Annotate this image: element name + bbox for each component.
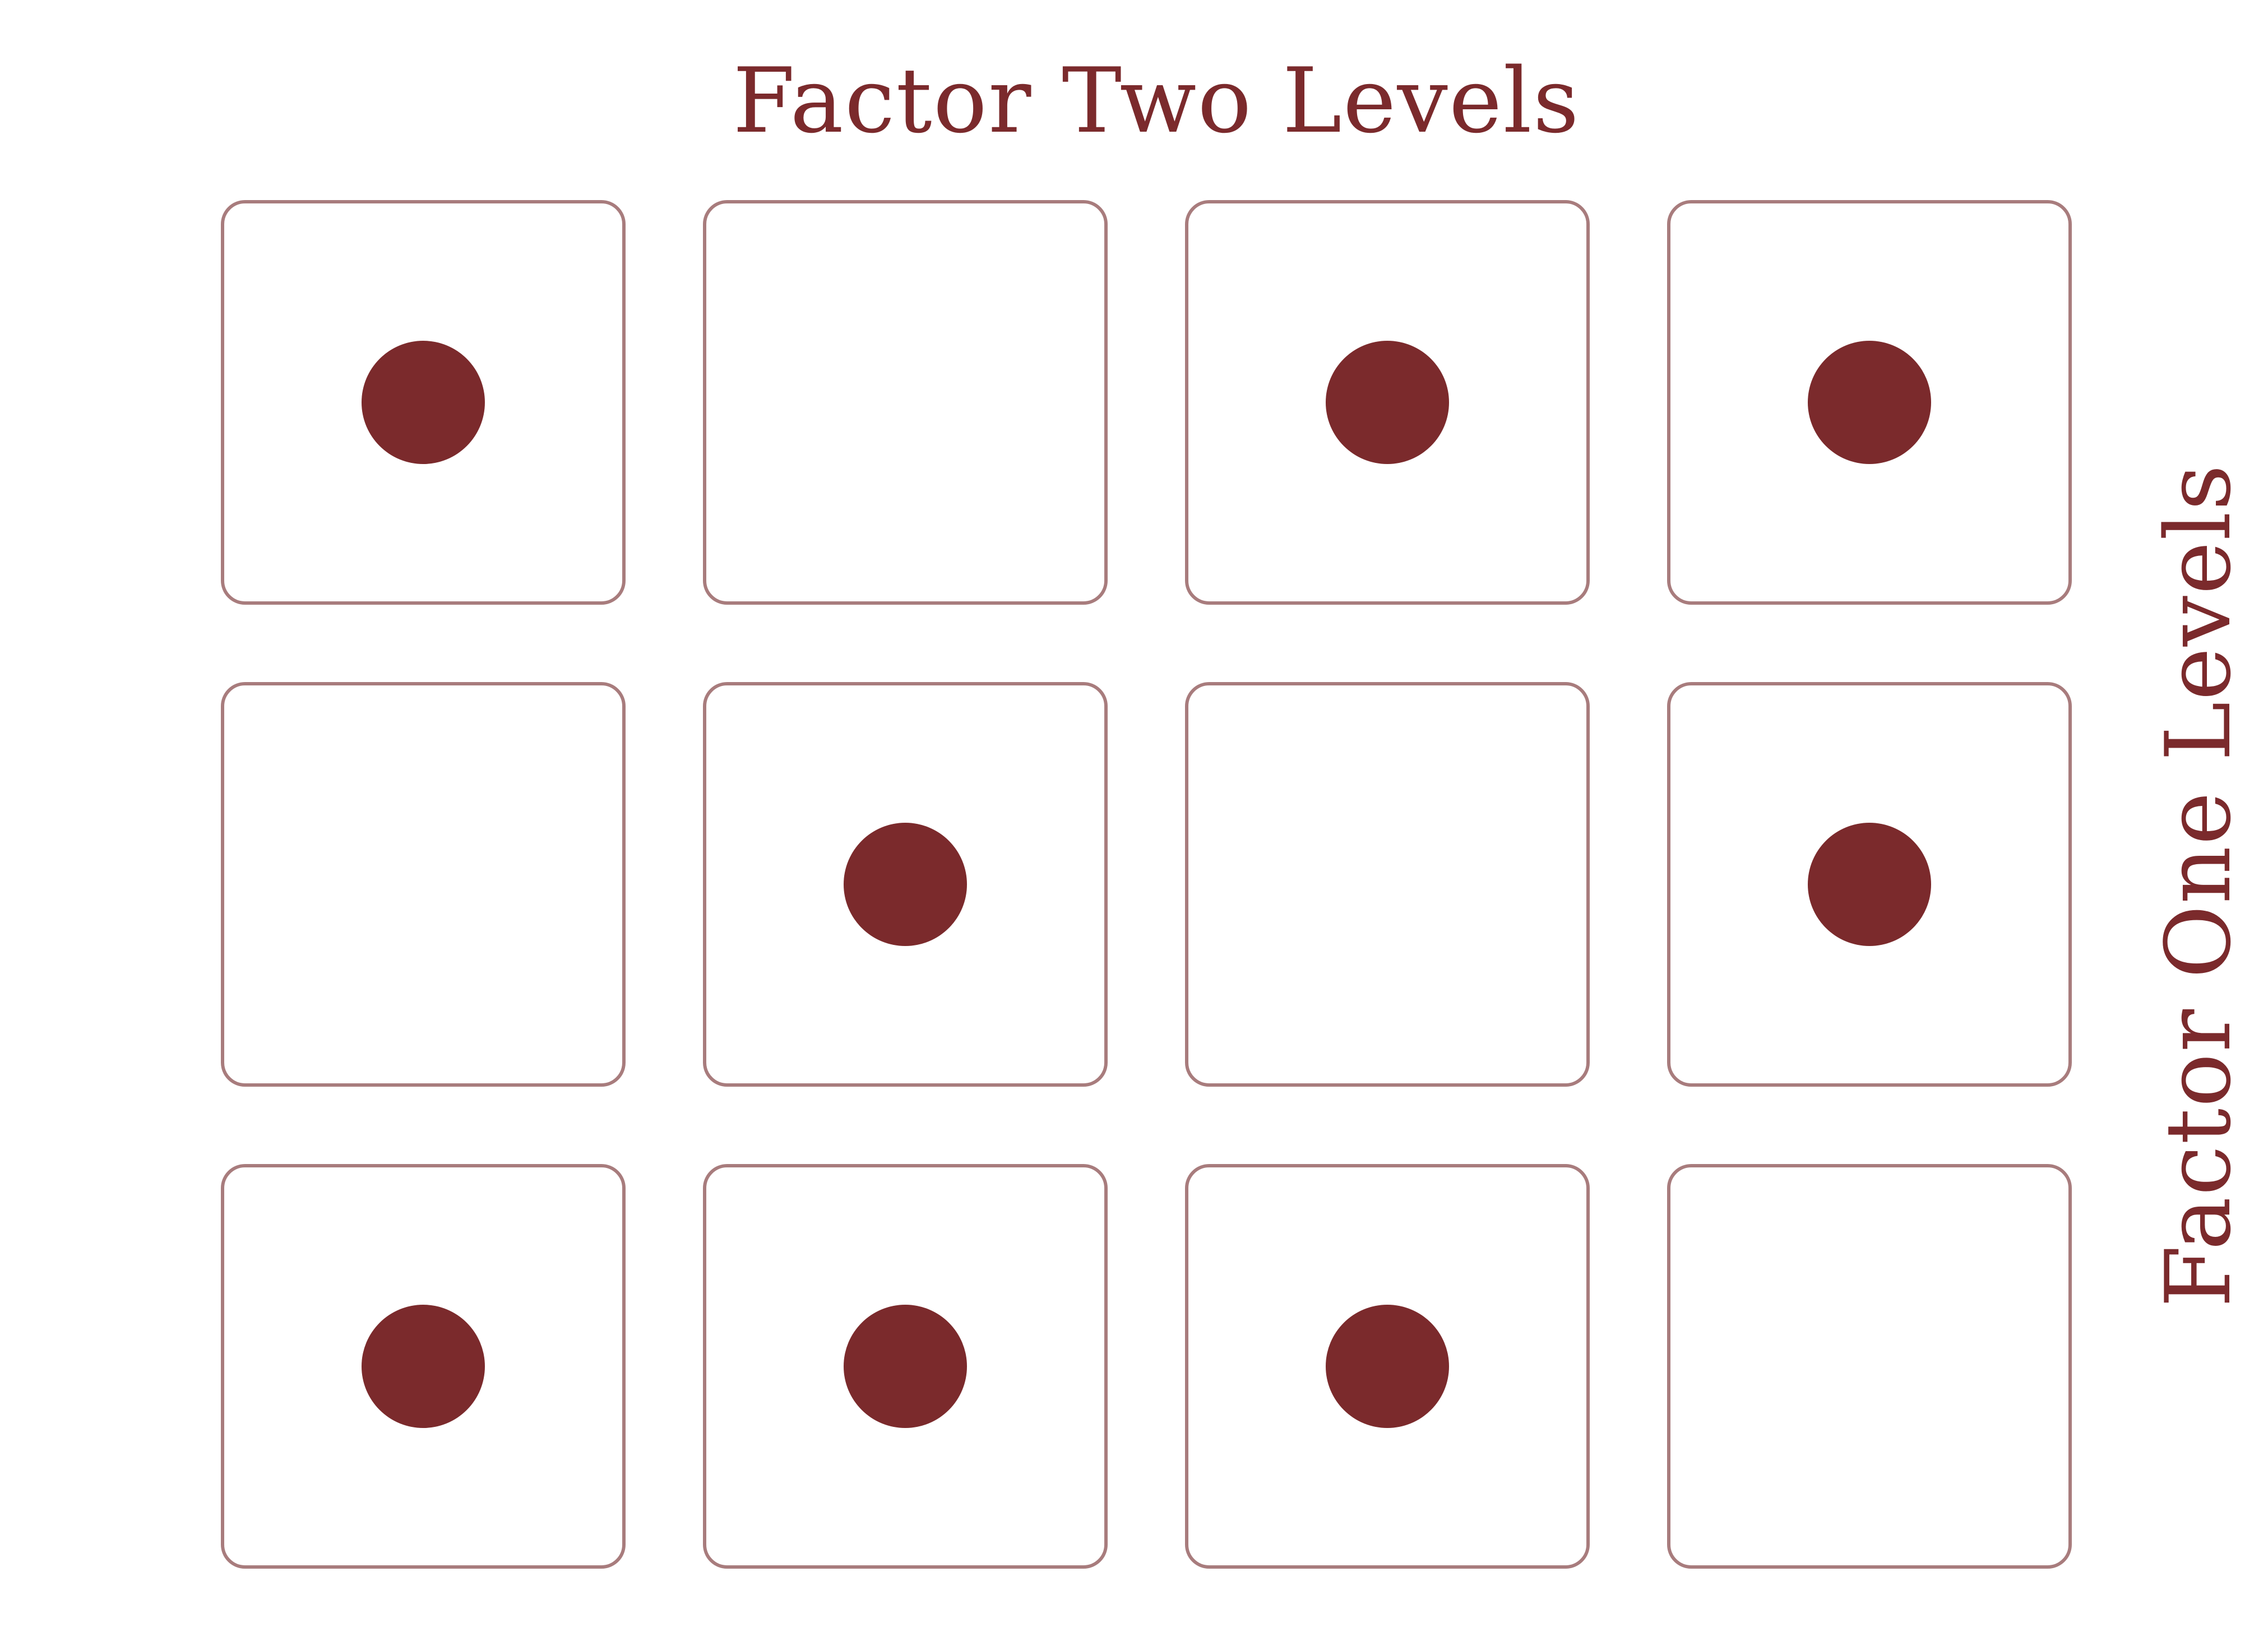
grid-cell-r2-c4	[1667, 682, 2072, 1087]
grid-cell-r1-c3	[1185, 200, 1590, 605]
cell-dot-r1-c3	[1326, 341, 1449, 464]
cell-dot-r2-c4	[1808, 823, 1931, 946]
grid-cell-r1-c1	[221, 200, 626, 605]
grid-cell-r1-c4	[1667, 200, 2072, 605]
grid-cell-r1-c2	[703, 200, 1108, 605]
grid-cell-r2-c2	[703, 682, 1108, 1087]
cell-dot-r2-c2	[844, 823, 967, 946]
grid-cell-r3-c4	[1667, 1164, 2072, 1569]
grid-cell-r2-c1	[221, 682, 626, 1087]
cell-dot-r3-c3	[1326, 1305, 1449, 1428]
grid-cell-r2-c3	[1185, 682, 1590, 1087]
factor-two-title: Factor Two Levels	[733, 48, 1580, 153]
grid-cell-r3-c2	[703, 1164, 1108, 1569]
cell-dot-r3-c1	[362, 1305, 485, 1428]
cell-dot-r1-c4	[1808, 341, 1931, 464]
grid-cell-r3-c1	[221, 1164, 626, 1569]
grid-cell-r3-c3	[1185, 1164, 1590, 1569]
cell-dot-r3-c2	[844, 1305, 967, 1428]
cell-dot-r1-c1	[362, 341, 485, 464]
